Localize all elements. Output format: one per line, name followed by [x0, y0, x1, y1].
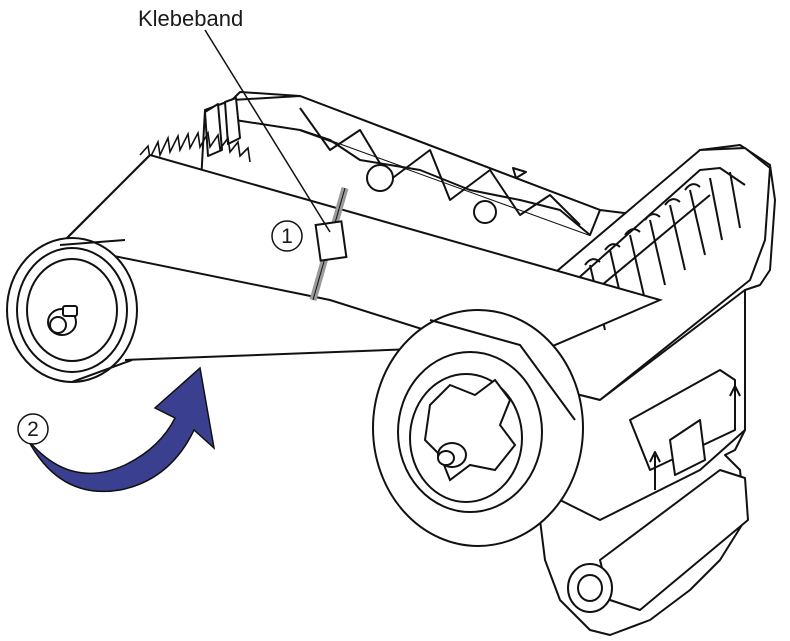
svg-text:1: 1	[281, 225, 293, 248]
adhesive-tape-piece	[314, 220, 348, 262]
spring	[139, 130, 251, 163]
label-leader-line	[204, 29, 331, 233]
rotation-arrow	[27, 366, 216, 493]
callout-1: 1	[271, 220, 303, 252]
callout-2: 2	[17, 413, 49, 445]
right-roll	[372, 309, 584, 547]
label-klebeband: Klebeband	[138, 6, 243, 31]
svg-text:2: 2	[27, 418, 39, 441]
left-roll	[6, 237, 138, 383]
